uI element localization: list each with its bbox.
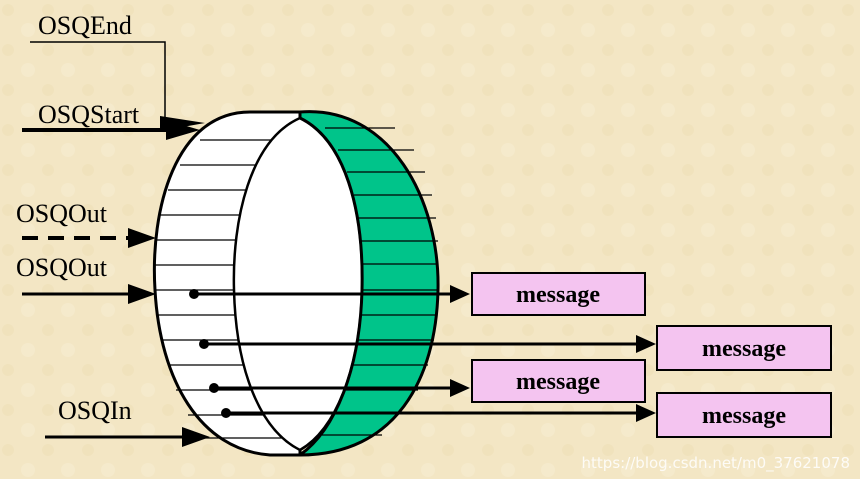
osq-end-label: OSQEnd	[38, 11, 132, 40]
message-label: message	[702, 403, 786, 429]
osq-out-label: OSQOut	[16, 253, 108, 282]
message-box-1: message	[471, 272, 646, 316]
message-label: message	[516, 369, 600, 395]
message-label: message	[702, 336, 786, 362]
osq-start-label: OSQStart	[38, 100, 140, 129]
message-box-2: message	[656, 325, 832, 371]
osq-in-pointer: OSQIn	[45, 396, 210, 447]
osq-out-dashed-label: OSQOut	[16, 199, 108, 228]
osq-in-label: OSQIn	[58, 396, 132, 425]
osq-out-dashed-pointer: OSQOut	[16, 199, 156, 248]
watermark: https://blog.csdn.net/m0_37621078	[582, 454, 850, 473]
osq-out-pointer: OSQOut	[16, 253, 156, 304]
osq-start-pointer: OSQStart	[22, 100, 200, 140]
message-label: message	[516, 282, 600, 308]
message-pointers	[189, 285, 656, 422]
osq-end-pointer: OSQEnd	[30, 11, 205, 131]
message-box-3: message	[471, 359, 646, 403]
message-box-4: message	[656, 392, 832, 438]
queue-ring	[152, 110, 440, 457]
